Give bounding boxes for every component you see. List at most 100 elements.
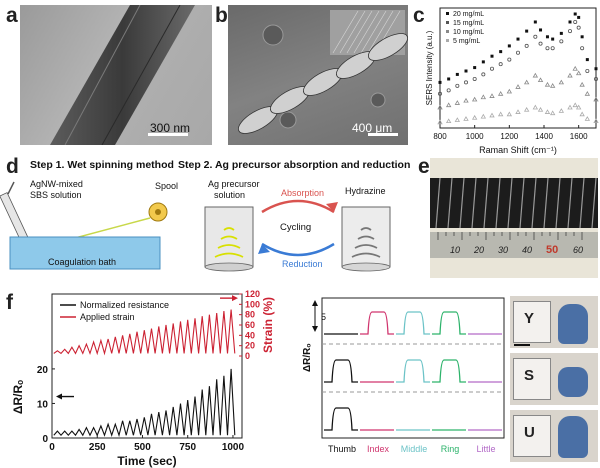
- gesture-letter-u: U: [524, 424, 535, 441]
- chart-c-point: [489, 93, 495, 98]
- chart-c-point: [497, 111, 504, 117]
- chart-c-point: [455, 83, 460, 88]
- chart-f-xlabel: Time (sec): [117, 454, 176, 468]
- chart-c-point: [544, 81, 551, 87]
- hydrazine-label: Hydrazine: [345, 186, 386, 196]
- chart-f-ytick-right-label: 120: [245, 289, 260, 299]
- absorption-label: Absorption: [281, 188, 324, 198]
- chart-c-point: [549, 110, 556, 116]
- chart-f-xtick-label: 0: [49, 442, 55, 453]
- chart-c-point: [580, 46, 585, 51]
- step1-title: Step 1. Wet spinning method: [30, 159, 174, 171]
- chart-c-point: [584, 116, 591, 121]
- chart-f-ytick-left-label: 0: [42, 434, 48, 445]
- chart-c-point: [507, 44, 511, 48]
- chart-c-point: [445, 118, 452, 124]
- chart-c-point: [447, 77, 451, 81]
- panel-a-label: a: [6, 4, 18, 27]
- panel-f-label: f: [6, 291, 13, 314]
- gesture-photo-s: S: [510, 353, 598, 405]
- chart-f-ytick-right-label: 0: [245, 351, 250, 361]
- chart-c-point: [549, 83, 556, 88]
- chart-f-series-strain: [53, 309, 236, 356]
- chart-c-point: [594, 67, 598, 71]
- chart-f-xtick-label: 250: [89, 442, 106, 453]
- chart-c-point: [507, 57, 512, 62]
- hand-icon-u: [558, 416, 588, 458]
- chart-c-point: [481, 72, 486, 77]
- chart-c-point: [558, 79, 565, 85]
- spool-icon: [148, 202, 168, 222]
- precursor-beaker: [204, 206, 254, 272]
- precursor-label-line2: solution: [214, 190, 245, 200]
- chart-c-point: [538, 41, 543, 46]
- chart-c-point: [579, 111, 585, 117]
- finger-trace-thumb-row3: [324, 407, 358, 431]
- chart-c-point: [463, 97, 469, 103]
- chart-c-legend-marker: [446, 21, 449, 24]
- chart-c-point: [575, 70, 582, 76]
- chart-c-point: [525, 29, 529, 33]
- chart-c-point: [559, 39, 564, 44]
- chart-c-point: [463, 116, 469, 121]
- chart-c-ylabel: SERS Intensity (a.u.): [425, 30, 434, 105]
- chart-c-point: [516, 37, 520, 41]
- chart-c-point: [481, 60, 485, 64]
- chart-c-point: [567, 72, 573, 78]
- chart-c-point: [523, 106, 530, 112]
- finger-trace-middle-row1: [396, 311, 430, 335]
- chart-c-point: [437, 104, 443, 110]
- hydrazine-beaker: [341, 206, 391, 272]
- chart-c-series-3: [437, 102, 599, 125]
- bath-label: Coagulation bath: [48, 257, 116, 267]
- chart-c-xlabel: Raman Shift (cm⁻¹): [479, 145, 557, 155]
- chart-c-point: [454, 100, 461, 105]
- chart-c-point: [490, 66, 495, 71]
- coagulation-bath: [9, 236, 161, 270]
- cycling-label: Cycling: [280, 222, 311, 233]
- chart-c-point: [506, 111, 513, 117]
- chart-c-point: [593, 96, 599, 102]
- panel-e-photo: 10 20 30 40 50 60: [430, 158, 598, 278]
- chart-c-point: [558, 108, 565, 113]
- chart-f-ylabel-right: Strain (%): [261, 297, 275, 353]
- left-axis-arrowhead: [56, 393, 62, 400]
- chart-c-point: [573, 19, 578, 24]
- panel-b-label: b: [215, 4, 228, 27]
- chart-c-legend-marker: [446, 39, 449, 42]
- chart-c-legend-label: 5 mg/mL: [453, 38, 480, 45]
- chart-c-point: [545, 46, 550, 51]
- chart-c-point: [537, 106, 544, 112]
- gesture-photo-y: Y: [510, 296, 598, 348]
- panel-d-schematic: Step 1. Wet spinning method AgNW-mixed S…: [0, 159, 410, 272]
- wrapped-rod: [430, 178, 598, 228]
- chart-c-point: [545, 35, 549, 39]
- nanowire-fiber-image: [50, 5, 195, 145]
- legend-label-resistance: Normalized resistance: [80, 300, 169, 310]
- chart-c-series-1: [437, 19, 598, 96]
- chart-c-point: [438, 80, 442, 84]
- chart-c-point: [480, 94, 487, 100]
- chart-f-xtick-label: 750: [179, 442, 196, 453]
- finger-trace-index-row1: [360, 311, 394, 335]
- chart-c-legend-label: 10 mg/mL: [453, 29, 484, 36]
- chart-c-frame: [439, 7, 597, 129]
- scale-bar-value: 5: [321, 312, 326, 322]
- finger-trace-thumb-row2: [324, 359, 358, 383]
- chart-f-ytick-right-label: 100: [245, 299, 260, 309]
- chart-c-point: [544, 109, 551, 114]
- ruler-num-60: 60: [573, 245, 583, 255]
- finger-y-label: ΔR/Rₒ: [302, 343, 313, 372]
- chart-c-point: [471, 96, 478, 102]
- chart-c-xtick-label: 1000: [466, 132, 484, 141]
- chart-c-point: [506, 88, 513, 94]
- reduction-arrow: [261, 242, 335, 257]
- chart-c-point: [572, 65, 578, 71]
- chart-c-point: [567, 104, 573, 110]
- chart-c-series-2: [437, 65, 599, 110]
- panel-c-label: c: [413, 4, 425, 27]
- chart-c-point: [567, 29, 572, 34]
- absorption-arrow: [261, 199, 335, 214]
